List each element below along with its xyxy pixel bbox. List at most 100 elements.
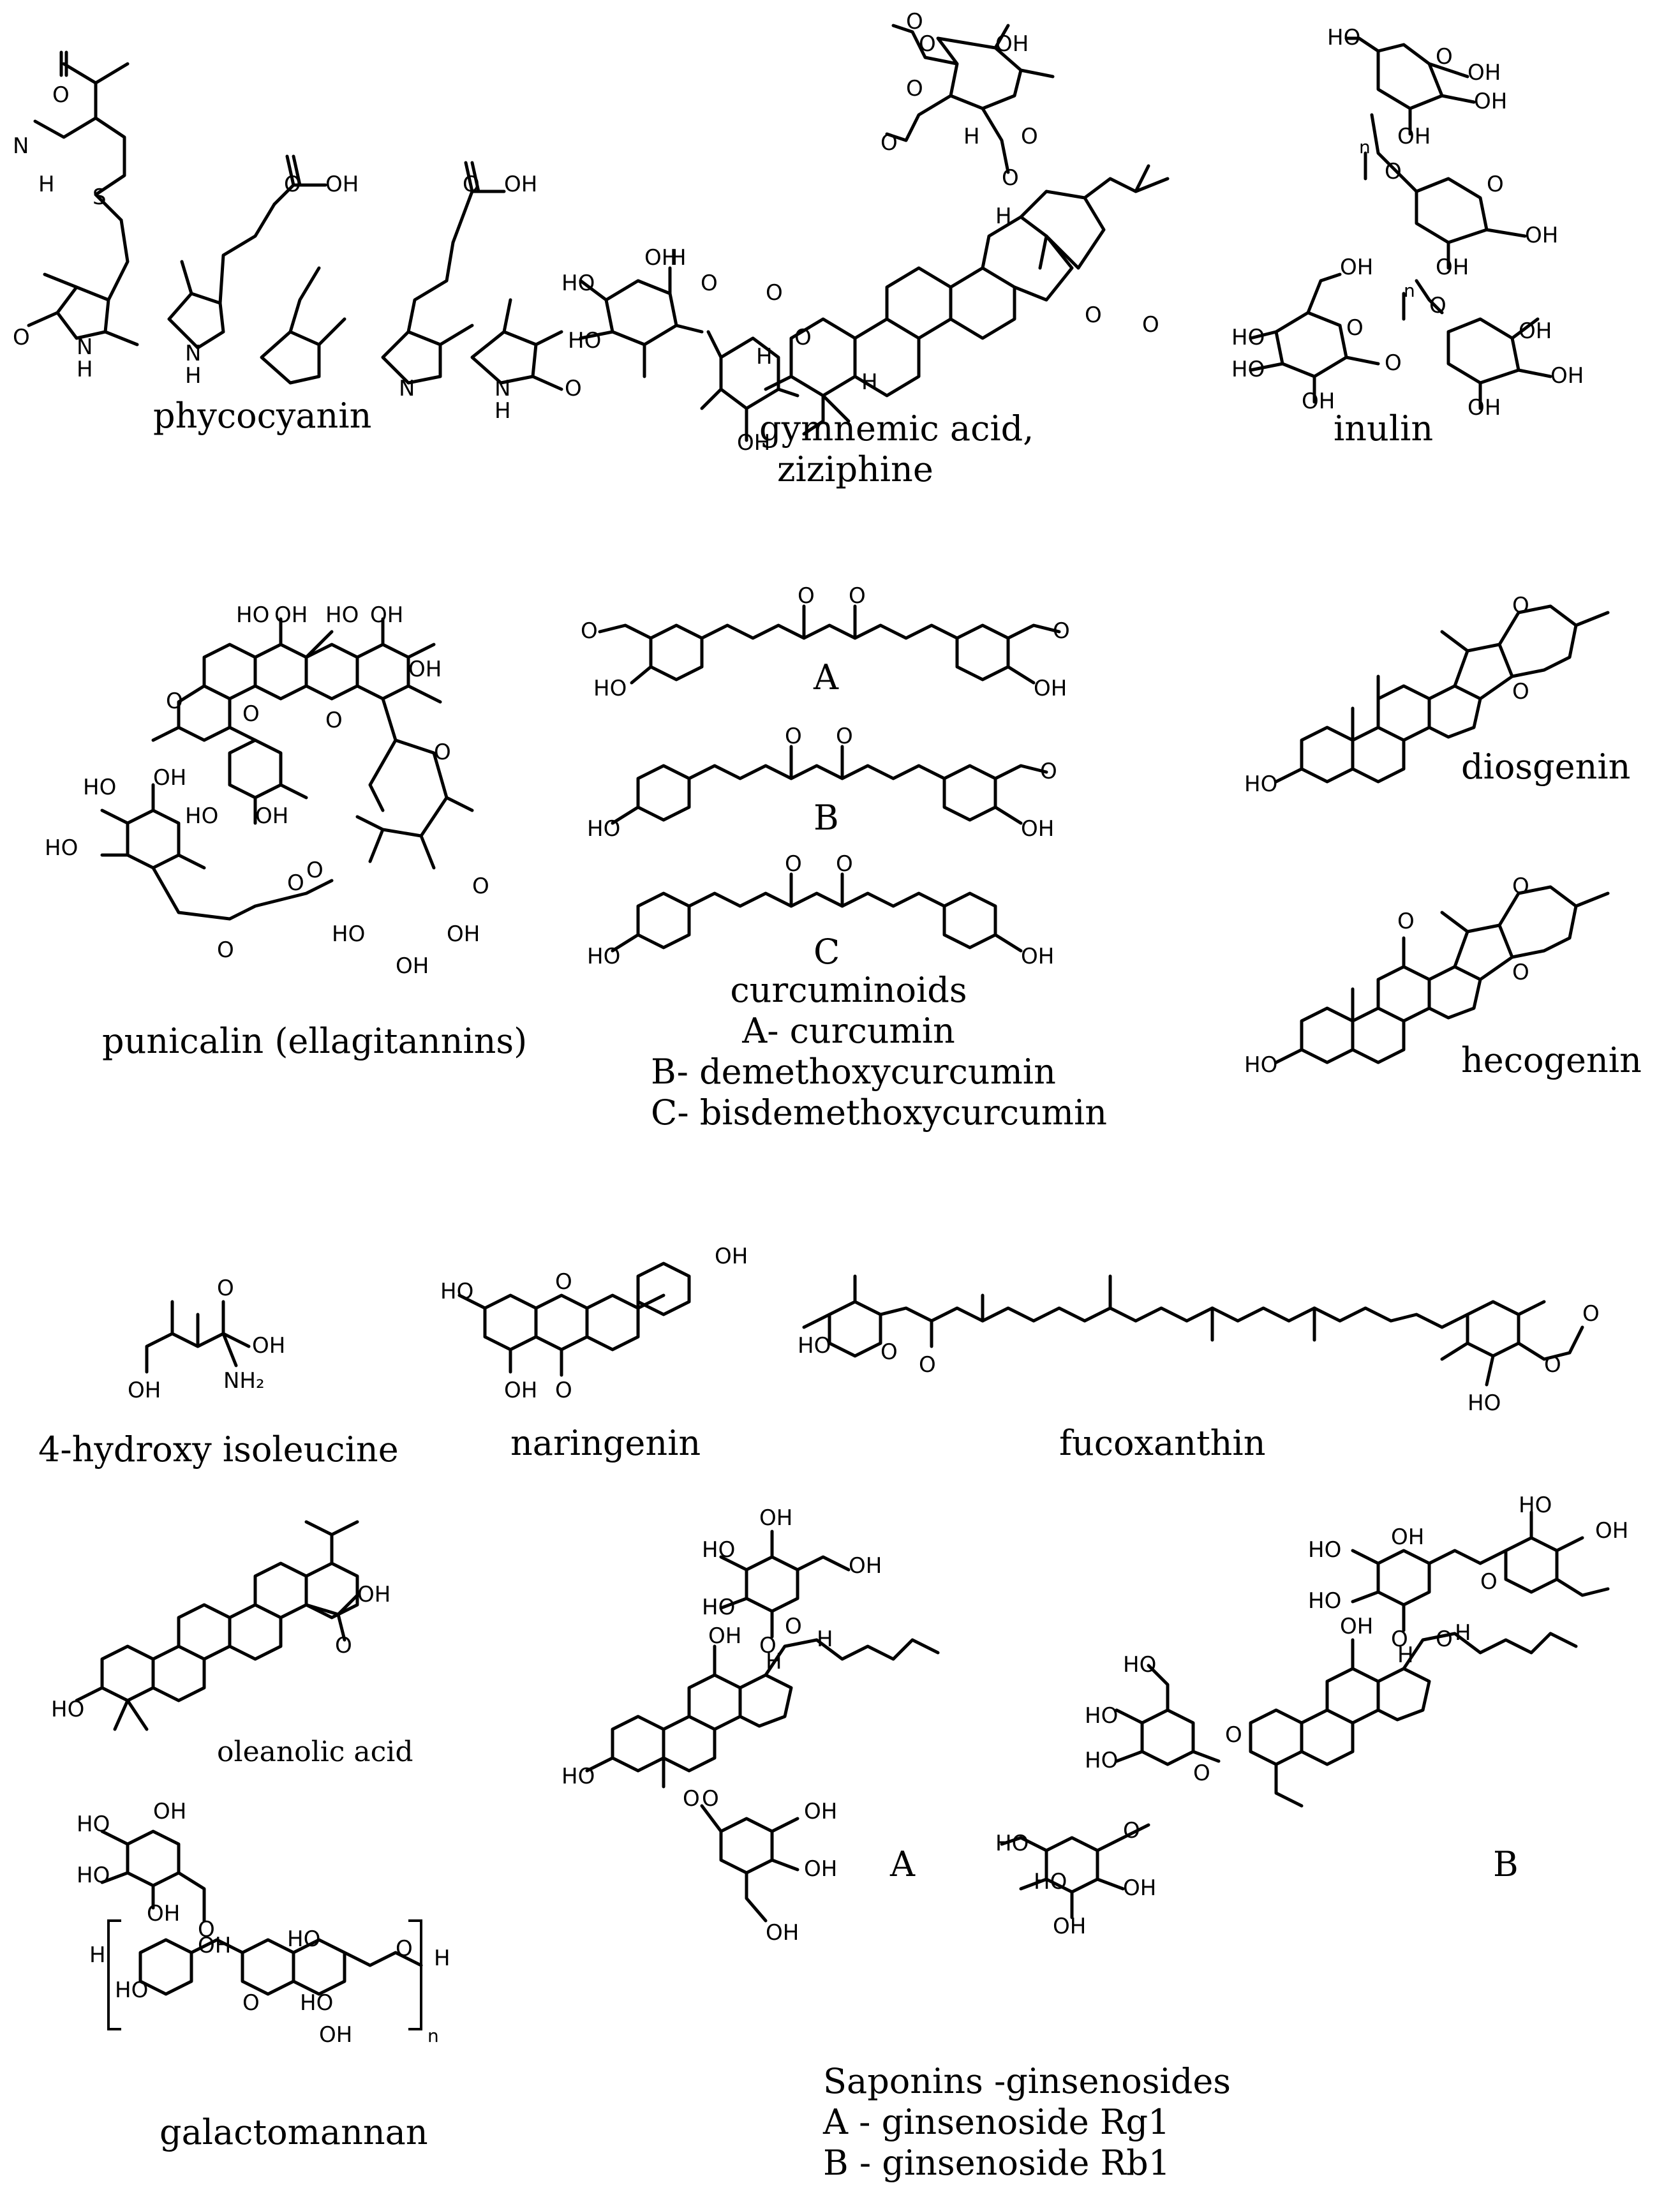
svg-text:O: O <box>766 280 783 306</box>
svg-text:H: H <box>963 124 980 149</box>
svg-text:O: O <box>1021 124 1038 149</box>
svg-text:O: O <box>217 937 234 963</box>
svg-text:HO: HO <box>568 328 601 354</box>
ginsenosides-b: B - ginsenoside Rb1 <box>823 2143 1171 2183</box>
svg-text:n: n <box>427 2025 439 2046</box>
galactomannan-label: galactomannan <box>160 2112 428 2152</box>
svg-text:N: N <box>399 376 415 401</box>
svg-text:O: O <box>565 376 582 401</box>
svg-text:OH: OH <box>1397 124 1431 149</box>
svg-text:HO: HO <box>332 921 365 947</box>
svg-text:OH: OH <box>1550 363 1584 389</box>
svg-text:n: n <box>1404 280 1415 301</box>
punicalin-label: punicalin (ellagitannins) <box>102 1021 528 1061</box>
svg-text:O: O <box>555 1269 572 1295</box>
svg-text:OH: OH <box>1519 318 1552 344</box>
phycocyanin-structure <box>27 50 563 391</box>
svg-text:N: N <box>77 334 93 360</box>
svg-text:OH: OH <box>1468 395 1501 421</box>
svg-text:OH: OH <box>1595 1518 1628 1544</box>
svg-text:O: O <box>683 1786 700 1812</box>
svg-text:O: O <box>1085 302 1102 328</box>
svg-text:O: O <box>1436 1627 1453 1652</box>
oleanolic-acid-label: oleanolic acid <box>217 1736 413 1768</box>
svg-text:H: H <box>756 344 773 369</box>
svg-text:HO: HO <box>51 1697 84 1722</box>
svg-text:H: H <box>1455 1620 1471 1646</box>
svg-text:OH: OH <box>357 1582 390 1607</box>
curcuminoids-b: B- demethoxycurcumin <box>651 1052 1056 1092</box>
diosgenin-label: diosgenin <box>1461 747 1631 787</box>
svg-text:O: O <box>1436 44 1453 70</box>
svg-text:O: O <box>1391 1627 1408 1652</box>
svg-text:OH: OH <box>198 1933 231 1958</box>
svg-text:HO: HO <box>440 1279 473 1304</box>
svg-text:OH: OH <box>325 172 359 197</box>
svg-text:H: H <box>861 369 878 395</box>
svg-text:H: H <box>1397 1642 1414 1668</box>
svg-text:O: O <box>836 851 853 877</box>
fucoxanthin-label: fucoxanthin <box>1059 1423 1266 1463</box>
svg-text:O: O <box>1385 350 1402 376</box>
gymnemic-acid-line2: ziziphine <box>777 449 933 489</box>
svg-text:O: O <box>702 1786 719 1812</box>
svg-text:HO: HO <box>593 676 627 701</box>
svg-text:n: n <box>1359 137 1371 158</box>
ginsenosides-a: A - ginsenoside Rg1 <box>823 2102 1170 2142</box>
svg-text:OH: OH <box>408 657 442 682</box>
curcumin-c-letter: C <box>814 932 840 972</box>
svg-text:H: H <box>995 204 1012 229</box>
curcuminoids-caption: curcuminoids A- curcumin B- demethoxycur… <box>651 970 1107 1133</box>
svg-text:O: O <box>785 724 802 749</box>
ginsenoside-rg1-structure <box>585 1530 940 1923</box>
svg-text:OH: OH <box>504 1378 537 1403</box>
svg-text:H: H <box>817 1627 833 1652</box>
svg-text:HO: HO <box>1244 1052 1277 1078</box>
svg-text:NH₂: NH₂ <box>223 1368 265 1394</box>
svg-text:OH: OH <box>274 602 308 628</box>
svg-text:OH: OH <box>153 765 186 791</box>
svg-text:HO: HO <box>1123 1652 1156 1678</box>
svg-text:H: H <box>434 1946 450 1971</box>
svg-text:HO: HO <box>1327 25 1360 50</box>
svg-text:OH: OH <box>1123 1875 1156 1901</box>
svg-text:OH: OH <box>766 1920 799 1946</box>
svg-text:O: O <box>849 583 866 609</box>
svg-text:OH: OH <box>447 921 480 947</box>
galactomannan-structure <box>100 1829 423 2030</box>
svg-text:HO: HO <box>300 1990 333 2016</box>
svg-text:HO: HO <box>995 1831 1029 1856</box>
svg-text:OH: OH <box>504 172 537 197</box>
svg-text:O: O <box>881 130 898 156</box>
svg-text:O: O <box>1487 172 1504 197</box>
svg-text:HO: HO <box>45 835 78 861</box>
svg-text:O: O <box>242 1990 260 2016</box>
svg-text:H: H <box>38 172 55 197</box>
svg-text:OH: OH <box>252 1333 285 1359</box>
svg-text:H: H <box>77 357 93 382</box>
svg-text:O: O <box>1123 1818 1140 1843</box>
svg-text:OH: OH <box>715 1244 748 1269</box>
svg-text:O: O <box>1512 874 1529 899</box>
gymnemic-acid-structure <box>579 24 1170 442</box>
svg-text:O: O <box>1002 165 1019 191</box>
svg-text:N: N <box>185 341 201 366</box>
svg-text:HO: HO <box>1085 1703 1118 1729</box>
svg-text:O: O <box>701 271 718 296</box>
svg-text:O: O <box>1544 1352 1561 1378</box>
naringenin-label: naringenin <box>510 1423 701 1463</box>
svg-text:O: O <box>198 1917 215 1942</box>
gymnemic-acid-line1: gymnemic acid, <box>759 408 1034 449</box>
svg-text:O: O <box>555 1378 572 1403</box>
svg-text:OH: OH <box>255 803 288 829</box>
svg-text:O: O <box>1582 1301 1600 1327</box>
svg-text:HO: HO <box>287 1926 320 1952</box>
svg-text:OH: OH <box>1340 255 1373 280</box>
svg-text:O: O <box>1512 679 1529 704</box>
svg-text:HO: HO <box>1231 357 1265 382</box>
punicalin-structure <box>100 617 474 921</box>
hecogenin-structure <box>1274 885 1610 1064</box>
svg-text:O: O <box>52 82 70 108</box>
svg-text:O: O <box>335 1633 352 1658</box>
